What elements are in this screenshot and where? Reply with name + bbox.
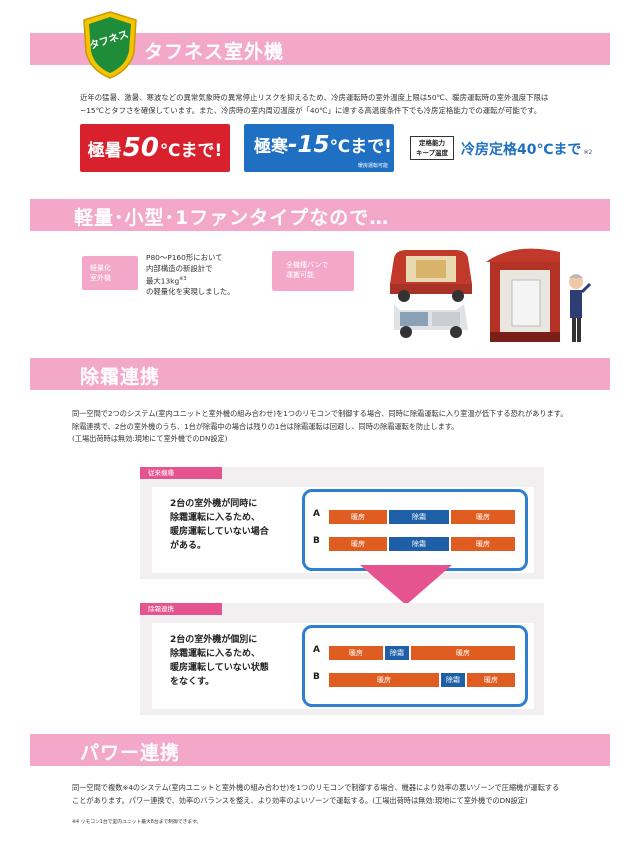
light-title: 軽量･小型･1ファンタイプなので…: [74, 207, 390, 229]
lightweight-description: P80〜P160形において 内部構造の新設計で 最大13kg※3 の軽量化を実現…: [146, 253, 235, 296]
extreme-cold-box: 極寒-15℃まで! 暖房運転可能: [244, 124, 394, 172]
segment-heating: 暖房: [329, 673, 439, 687]
toughness-title: タフネス室外機: [144, 41, 285, 63]
toughness-paragraph: 近年の猛暑、激暑、寒波などの異常気象時の異常停止リスクを抑えるため、冷房運転時の…: [80, 93, 549, 115]
segment-heating: 暖房: [451, 537, 515, 551]
light-band: 軽量･小型･1ファンタイプなので…: [30, 199, 610, 231]
power-title: パワー連携: [80, 742, 181, 764]
segment-defrost: 除霜: [385, 646, 409, 660]
defrost-band: 除霜連携: [30, 358, 610, 390]
defrost-link-text: 2台の室外機が個別に 除霜運転に入るため、 暖房運転していない状態 をなくす。: [170, 635, 269, 687]
power-paragraph: 同一空間で複数※4のシステム(室内ユニットと室外機の組み合わせ)を1つのリモコン…: [72, 783, 560, 805]
defrost-link-tag: 除霜連携: [140, 603, 222, 615]
defrost-paragraph: 同一空間で2つのシステム(室内ユニットと室外機の組み合わせ)を1つのリモコンで制…: [72, 409, 568, 443]
row-label-b: B: [313, 536, 320, 546]
segment-defrost: 除霜: [389, 510, 449, 524]
conventional-diagram: A 暖房 除霜 暖房 B 暖房 除霜 暖房: [302, 489, 528, 571]
power-footnote: ※4 リモコン1台で室内ユニット最大8台まで制御できます。: [72, 820, 202, 825]
toughness-badge-icon: タフネス: [83, 11, 137, 79]
row-label-a: A: [313, 645, 320, 655]
conventional-tag: 従来機種: [140, 467, 222, 479]
van-transport-tag: 全機種バンで 運搬可能: [272, 251, 354, 291]
keep-temperature-label: 定格能力 キープ温度: [410, 136, 454, 160]
segment-heating: 暖房: [411, 646, 515, 660]
lightweight-tag: 軽量化 室外機: [82, 256, 138, 290]
row-label-b: B: [313, 672, 320, 682]
defrost-link-diagram: A 暖房 除霜 暖房 B 暖房 除霜 暖房: [302, 625, 528, 707]
cold-box-note: 暖房運転可能: [357, 163, 388, 169]
open-van-person-illustration-icon: [486, 248, 592, 342]
conventional-text: 2台の室外機が同時に 除霜運転に入るため、 暖房運転していない場合 がある。: [170, 499, 269, 551]
row-label-a: A: [313, 509, 320, 519]
conventional-card: 2台の室外機が同時に 除霜運転に入るため、 暖房運転していない場合 がある。 A…: [152, 487, 534, 573]
segment-heating: 暖房: [329, 646, 383, 660]
segment-heating: 暖房: [329, 510, 387, 524]
segment-heating: 暖房: [467, 673, 515, 687]
defrost-link-card: 2台の室外機が個別に 除霜運転に入るため、 暖房運転していない状態 をなくす。 …: [152, 623, 534, 709]
conventional-panel: 従来機種 2台の室外機が同時に 除霜運転に入るため、 暖房運転していない場合 が…: [140, 467, 544, 579]
van-illustration-icon: [390, 250, 472, 338]
segment-heating: 暖房: [329, 537, 387, 551]
segment-defrost: 除霜: [441, 673, 465, 687]
down-arrow-icon: [360, 565, 452, 605]
segment-defrost: 除霜: [389, 537, 449, 551]
defrost-link-panel: 除霜連携 2台の室外機が個別に 除霜運転に入るため、 暖房運転していない状態 を…: [140, 603, 544, 715]
segment-heating: 暖房: [451, 510, 515, 524]
defrost-title: 除霜連携: [80, 366, 161, 388]
power-band: パワー連携: [30, 734, 610, 766]
cooling-rated-label: 冷房定格40℃まで※2: [461, 142, 593, 158]
